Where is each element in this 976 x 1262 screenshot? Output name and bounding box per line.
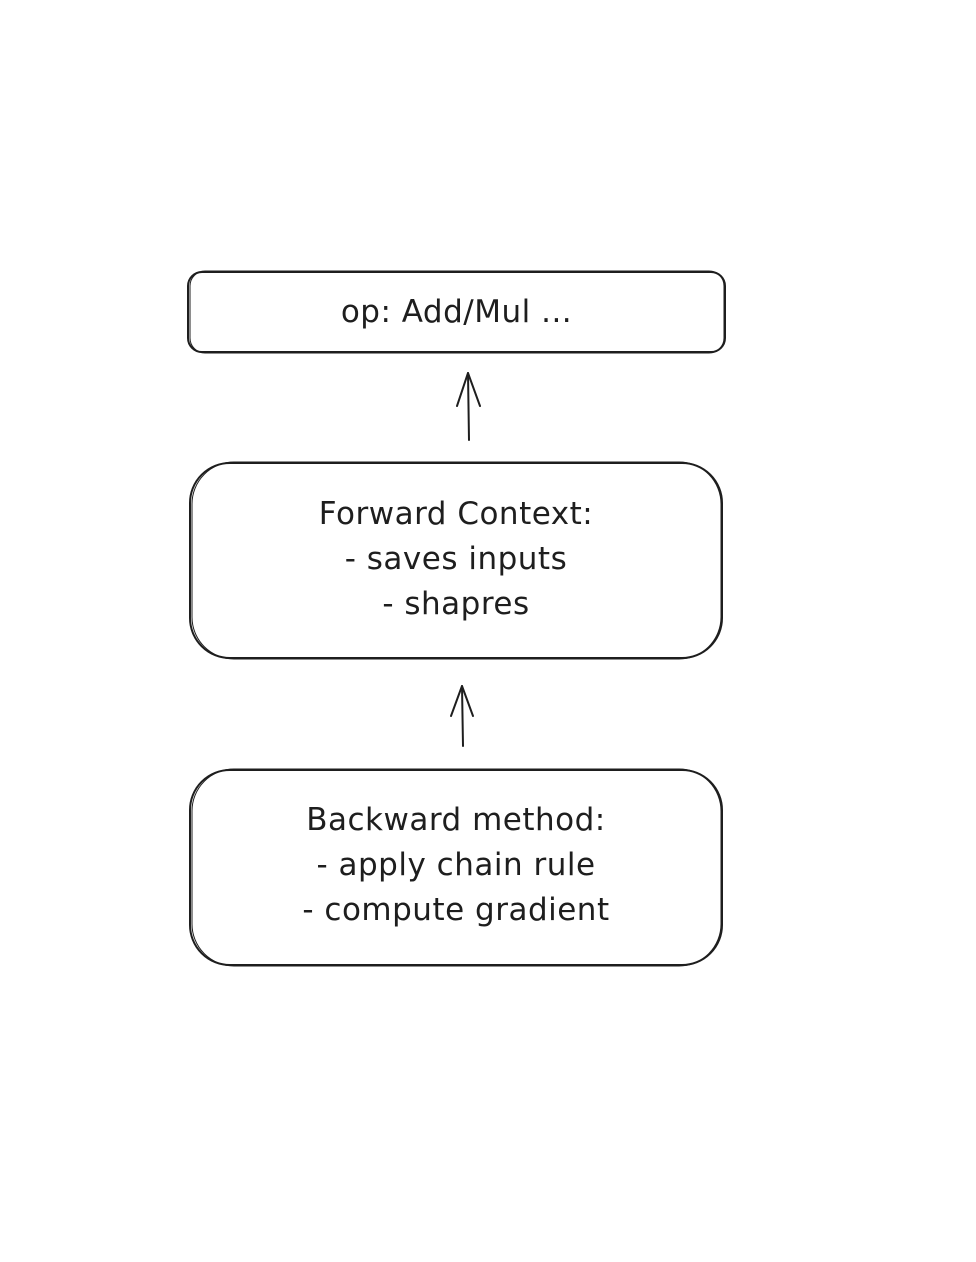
node-op-line-1: op: Add/Mul ... [340,294,573,330]
node-forward-box-sketch [191,461,722,660]
node-op-label: op: Add/Mul ... [188,290,725,335]
node-forward-line-1: Forward Context: [318,496,594,532]
arrow-shaft [467,372,470,441]
node-op-box-sketch [189,270,725,354]
node-forward-label: Forward Context: - saves inputs - shapre… [190,492,722,627]
arrow-backward-to-forward [450,685,474,747]
node-backward-line-1: Backward method: [306,802,606,838]
node-forward[interactable] [189,461,723,660]
node-backward-line-2: - apply chain rule [316,847,596,883]
node-backward-box-sketch [191,768,722,967]
arrow-head [450,685,474,717]
node-backward-label: Backward method: - apply chain rule - co… [190,798,722,933]
arrow-forward-to-op [456,372,481,441]
node-forward-box [189,462,723,659]
arrow-head [456,372,481,407]
node-forward-line-2: - saves inputs [344,541,568,577]
node-backward[interactable] [189,768,723,967]
node-backward-box [189,769,723,966]
node-forward-line-3: - shapres [382,586,530,622]
node-backward-line-3: - compute gradient [302,892,610,928]
node-op[interactable] [187,270,726,354]
arrow-shaft [461,685,464,747]
node-op-box [187,271,726,353]
